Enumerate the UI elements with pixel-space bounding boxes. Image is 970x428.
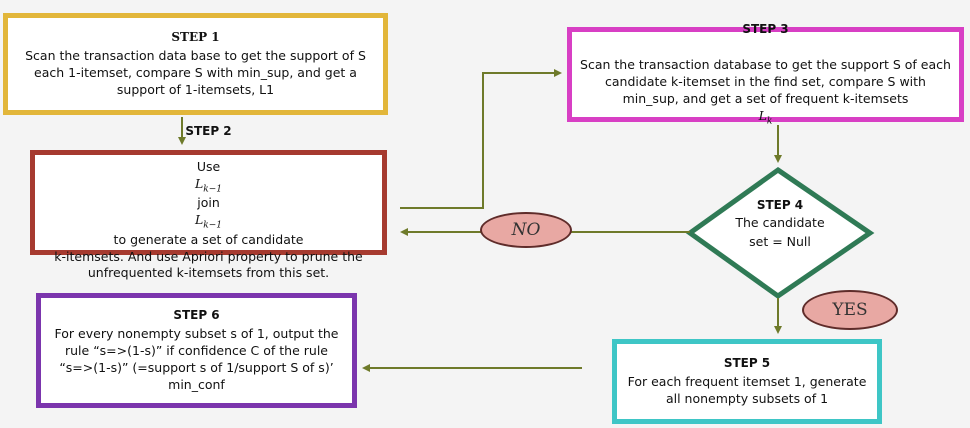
step6-title: STEP 6 [173, 308, 220, 323]
step3-box: STEP 3 Scan the transaction database to … [567, 22, 964, 127]
step2-title: STEP 2 [185, 123, 232, 138]
step3-text: Scan the transaction database to get the… [580, 57, 951, 107]
step5-box: STEP 5 For each frequent itemset 1, gene… [612, 339, 882, 424]
step2-text-prefix: Use [196, 158, 221, 174]
step5-text: For each frequent itemset 1, generate al… [627, 374, 867, 407]
step2-math-l1-sub: k−1 [203, 184, 223, 195]
step3-math-lk: Lk [758, 108, 773, 127]
step1-title: STEP 1 [171, 30, 220, 45]
step4-diamond [685, 166, 875, 300]
step6-box: STEP 6 For every nonempty subset s of 1,… [36, 293, 357, 408]
no-label-oval: NO [480, 212, 572, 248]
step2-box: STEP 2 Use Lk−1 join Lk−1 to generate a … [30, 124, 387, 280]
step3-math-lk-symbol: L [758, 108, 767, 124]
arrow-step2-to-step3 [400, 69, 562, 209]
step2-text-join: join [197, 195, 220, 211]
yes-label: YES [832, 300, 868, 320]
no-label: NO [511, 220, 541, 240]
step4-text-block: STEP 4 The candidate set = Null [730, 197, 830, 251]
step2-text-suffix: to generate a set of candidate [113, 231, 304, 247]
step5-title: STEP 5 [723, 356, 771, 371]
step2-text: Use Lk−1 join Lk−1 to generate a set of … [43, 142, 374, 283]
step2-text-rest: k-itemsets. And use Apriori property to … [54, 248, 363, 281]
step3-math-lk-sub: k [766, 116, 773, 127]
step2-math-l2-symbol: L [194, 212, 204, 228]
step1-box: STEP 1 Scan the transaction data base to… [3, 13, 388, 115]
step1-text: Scan the transaction data base to get th… [25, 48, 366, 98]
step3-title: STEP 3 [742, 22, 789, 37]
step4-text: The candidate set = Null [735, 215, 825, 249]
step6-text: For every nonempty subset s of 1, output… [54, 326, 339, 392]
step2-math-l2-sub: k−1 [203, 220, 223, 231]
step2-math-l2: Lk−1 [194, 212, 222, 231]
step2-math-l1-symbol: L [194, 175, 204, 191]
step2-math-l1: Lk−1 [194, 175, 223, 195]
step3-text-wrap: Scan the transaction database to get the… [580, 41, 951, 128]
yes-label-oval: YES [802, 290, 898, 330]
step4-title: STEP 4 [756, 198, 804, 212]
